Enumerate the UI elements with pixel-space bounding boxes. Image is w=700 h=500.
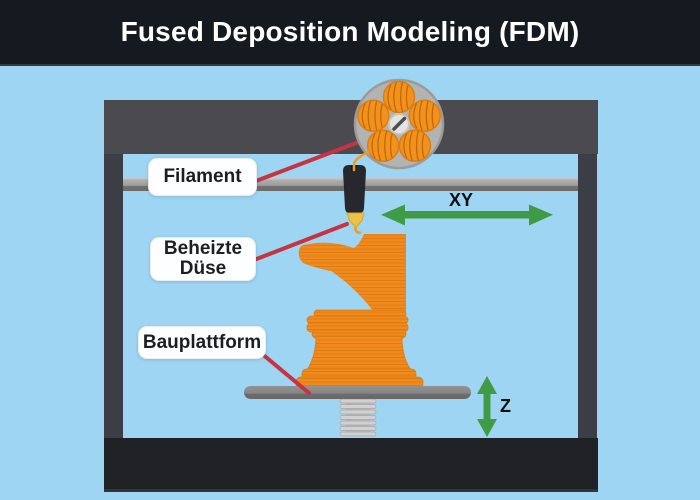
filament-leader-line [254, 141, 358, 183]
lead-screw-icon [339, 398, 377, 437]
frame-bottom-bar [104, 438, 598, 492]
platform-leader-line [259, 351, 311, 395]
printed-object-knight [295, 234, 424, 390]
leader-lines [252, 141, 358, 395]
frame-left-column [104, 154, 123, 439]
extruder-body [343, 165, 366, 213]
xy-arrow-icon [381, 204, 553, 226]
header-bar: Fused Deposition Modeling (FDM) [0, 0, 700, 66]
build-platform-assembly [244, 386, 471, 437]
xy-axis-label: XY [449, 190, 474, 210]
heated-nozzle-label: Beheizte Düse [150, 237, 256, 281]
build-platform-icon [244, 386, 471, 399]
extruder [343, 150, 370, 235]
extruded-strand [354, 226, 362, 235]
nozzle-leader-line [252, 222, 349, 262]
page-title: Fused Deposition Modeling (FDM) [120, 16, 580, 47]
build-platform-label: Bauplattform [138, 326, 266, 359]
heated-nozzle-icon [346, 212, 365, 228]
filament-label: Filament [148, 158, 257, 196]
z-arrow-icon [477, 376, 497, 437]
filament-spool-icon [353, 78, 445, 170]
frame-right-column [578, 154, 597, 439]
filament-strand [352, 150, 370, 172]
z-axis-label: Z [500, 396, 511, 416]
